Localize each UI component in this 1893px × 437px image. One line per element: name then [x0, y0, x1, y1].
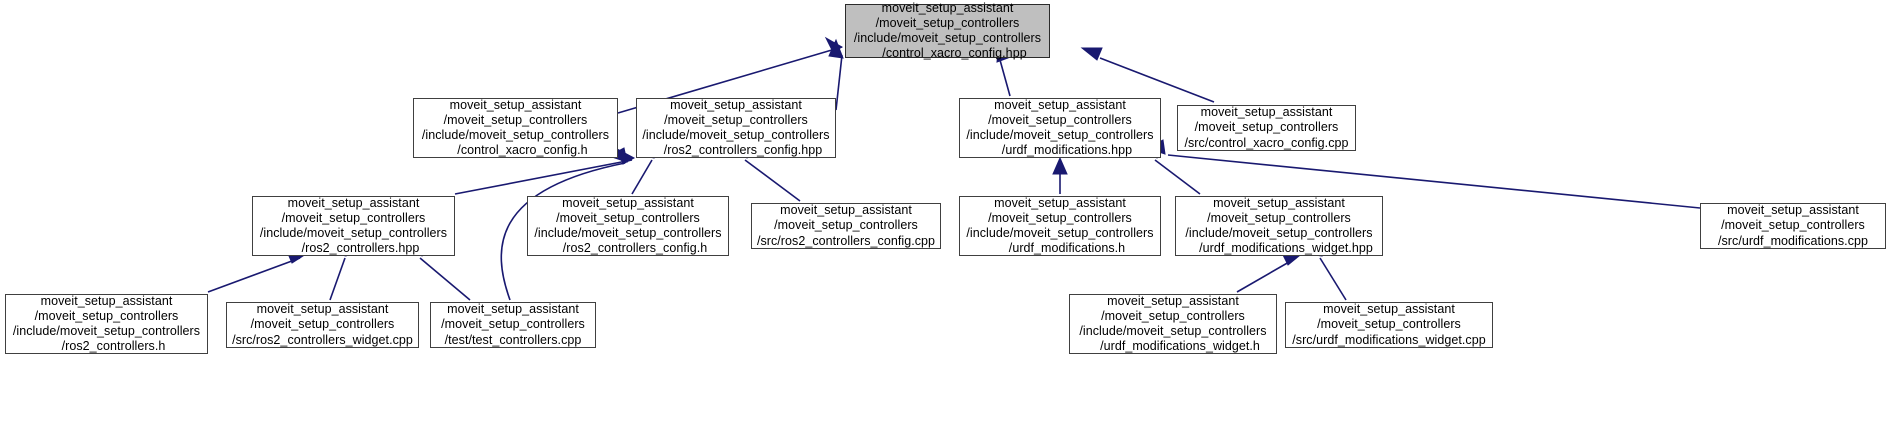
node-label-line: /include/moveit_setup_controllers — [966, 226, 1154, 240]
node-label-line: /moveit_setup_controllers — [988, 210, 1132, 225]
node-label-line: /include/moveit_setup_controllers — [853, 31, 1042, 45]
node-label-line: /moveit_setup_controllers — [875, 15, 1020, 30]
node-label-line: /ros2_controllers.hpp — [301, 241, 420, 256]
node-label-line: moveit_setup_assistant — [287, 195, 420, 210]
graph-node-test_test_controllers_cpp[interactable]: moveit_setup_assistant/moveit_setup_cont… — [430, 302, 596, 348]
edge-src_urdf_modifications_widget_cpp-to-urdf_modifications_widget_hpp — [1319, 257, 1347, 301]
node-label-line: /urdf_modifications_widget.h — [1100, 339, 1260, 354]
node-label-line: /control_xacro_config.hpp — [882, 46, 1027, 61]
node-label-line: /moveit_setup_controllers — [988, 112, 1132, 127]
node-label-line: /moveit_setup_controllers — [664, 112, 808, 127]
node-label-line: /src/urdf_modifications.cpp — [1717, 233, 1869, 248]
node-label-line: moveit_setup_assistant — [1213, 195, 1345, 210]
edge-src_ros2_controllers_widget_cpp-to-ros2_controllers_hpp — [329, 257, 346, 301]
node-label-line: /src/control_xacro_config.cpp — [1184, 135, 1349, 150]
node-label-line: /ros2_controllers_config.hpp — [663, 143, 823, 158]
node-label-line: /src/ros2_controllers_config.cpp — [756, 233, 936, 248]
node-label-line: /moveit_setup_controllers — [1721, 218, 1865, 233]
node-label-line: /ros2_controllers.h — [61, 339, 166, 354]
node-label-line: /include/moveit_setup_controllers — [1079, 324, 1267, 338]
edge-test_test_controllers_cpp-to-ros2_controllers_hpp — [419, 257, 471, 301]
node-label-line: /moveit_setup_controllers — [443, 112, 588, 127]
node-label-line: moveit_setup_assistant — [1107, 293, 1239, 308]
graph-node-urdf_modifications_hpp[interactable]: moveit_setup_assistant/moveit_setup_cont… — [959, 98, 1161, 158]
node-label-line: /moveit_setup_controllers — [34, 308, 179, 323]
node-label-line: /urdf_modifications.hpp — [1001, 143, 1133, 158]
node-label-line: /moveit_setup_controllers — [441, 317, 585, 332]
node-label-line: /include/moveit_setup_controllers — [421, 128, 610, 142]
graph-node-ros2_controllers_config_h[interactable]: moveit_setup_assistant/moveit_setup_cont… — [527, 196, 729, 256]
node-label-line: /urdf_modifications_widget.hpp — [1199, 241, 1373, 256]
arrowhead-icon — [828, 38, 844, 59]
node-label-line: /moveit_setup_controllers — [1207, 210, 1351, 225]
graph-node-src_ros2_controllers_widget_cpp[interactable]: moveit_setup_assistant/moveit_setup_cont… — [226, 302, 419, 348]
node-label-line: moveit_setup_assistant — [40, 293, 173, 308]
edge-urdf_modifications_widget_h-to-urdf_modifications_widget_hpp — [1236, 257, 1297, 293]
edge-urdf_modifications_hpp-to-control_xacro_config_hpp — [999, 59, 1011, 97]
graph-node-urdf_modifications_widget_hpp[interactable]: moveit_setup_assistant/moveit_setup_cont… — [1175, 196, 1383, 256]
edge-ros2_controllers_hpp-to-ros2_controllers_config_hpp — [454, 159, 633, 195]
edge-ros2_controllers_config_hpp-to-control_xacro_config_hpp — [835, 54, 843, 111]
node-label-line: /moveit_setup_controllers — [281, 210, 426, 225]
node-label-line: moveit_setup_assistant — [447, 302, 579, 317]
arrowhead-icon — [1052, 156, 1068, 175]
graph-node-urdf_modifications_h[interactable]: moveit_setup_assistant/moveit_setup_cont… — [959, 196, 1161, 256]
graph-node-src_urdf_modifications_widget_cpp[interactable]: moveit_setup_assistant/moveit_setup_cont… — [1285, 302, 1493, 348]
node-label-line: moveit_setup_assistant — [1323, 302, 1455, 317]
node-label-line: /include/moveit_setup_controllers — [534, 226, 722, 240]
arrowhead-icon — [824, 36, 844, 53]
graph-node-src_control_xacro_config_cpp[interactable]: moveit_setup_assistant/moveit_setup_cont… — [1177, 105, 1356, 151]
edge-ros2_controllers_config_h-to-ros2_controllers_config_hpp — [631, 159, 653, 195]
node-label-line: moveit_setup_assistant — [994, 195, 1126, 210]
node-label-line: /moveit_setup_controllers — [556, 210, 700, 225]
edge-ros2_controllers_h-to-ros2_controllers_hpp — [207, 257, 301, 293]
node-label-line: /test/test_controllers.cpp — [444, 332, 582, 347]
node-label-line: moveit_setup_assistant — [1200, 105, 1333, 120]
node-label-line: /control_xacro_config.h — [457, 143, 588, 158]
node-label-line: moveit_setup_assistant — [562, 195, 694, 210]
arrowhead-icon — [1080, 47, 1103, 61]
arrowhead-icon — [616, 147, 636, 165]
node-label-line: moveit_setup_assistant — [1727, 203, 1859, 218]
node-label-line: /src/urdf_modifications_widget.cpp — [1292, 332, 1486, 347]
graph-node-ros2_controllers_hpp[interactable]: moveit_setup_assistant/moveit_setup_cont… — [252, 196, 455, 256]
node-label-line: /moveit_setup_controllers — [774, 218, 918, 233]
graph-node-src_ros2_controllers_config_cpp[interactable]: moveit_setup_assistant/moveit_setup_cont… — [751, 203, 941, 249]
node-label-line: moveit_setup_assistant — [449, 97, 582, 112]
node-label-line: /moveit_setup_controllers — [1101, 308, 1245, 323]
node-label-line: /moveit_setup_controllers — [1194, 120, 1339, 135]
node-label-line: /include/moveit_setup_controllers — [259, 226, 448, 240]
graph-node-control_xacro_config_h[interactable]: moveit_setup_assistant/moveit_setup_cont… — [413, 98, 618, 158]
node-label-line: /moveit_setup_controllers — [1317, 317, 1461, 332]
node-label-line: /include/moveit_setup_controllers — [642, 128, 830, 142]
graph-node-control_xacro_config_hpp[interactable]: moveit_setup_assistant/moveit_setup_cont… — [845, 0, 1050, 61]
edge-urdf_modifications_widget_hpp-to-urdf_modifications_hpp — [1154, 159, 1201, 195]
edge-src_ros2_controllers_config_cpp-to-ros2_controllers_config_hpp — [744, 159, 801, 202]
node-label-line: /include/moveit_setup_controllers — [966, 128, 1154, 142]
graph-node-ros2_controllers_config_hpp[interactable]: moveit_setup_assistant/moveit_setup_cont… — [636, 98, 836, 158]
node-label-line: moveit_setup_assistant — [780, 203, 912, 218]
node-label-line: /ros2_controllers_config.h — [562, 241, 708, 256]
node-label-line: /src/ros2_controllers_widget.cpp — [232, 332, 413, 347]
node-label-line: moveit_setup_assistant — [881, 0, 1014, 15]
graph-node-ros2_controllers_h[interactable]: moveit_setup_assistant/moveit_setup_cont… — [5, 294, 208, 354]
node-label-line: /include/moveit_setup_controllers — [12, 324, 201, 338]
graph-node-src_urdf_modifications_cpp[interactable]: moveit_setup_assistant/moveit_setup_cont… — [1700, 203, 1886, 249]
graph-node-urdf_modifications_widget_h[interactable]: moveit_setup_assistant/moveit_setup_cont… — [1069, 294, 1277, 354]
edge-src_control_xacro_config_cpp-to-control_xacro_config_hpp — [1099, 57, 1215, 103]
node-label-line: moveit_setup_assistant — [256, 302, 389, 317]
node-label-line: moveit_setup_assistant — [994, 97, 1126, 112]
node-label-line: /moveit_setup_controllers — [250, 317, 395, 332]
node-label-line: /include/moveit_setup_controllers — [1185, 226, 1373, 240]
node-label-line: /urdf_modifications.h — [1008, 241, 1126, 256]
node-label-line: moveit_setup_assistant — [670, 97, 802, 112]
